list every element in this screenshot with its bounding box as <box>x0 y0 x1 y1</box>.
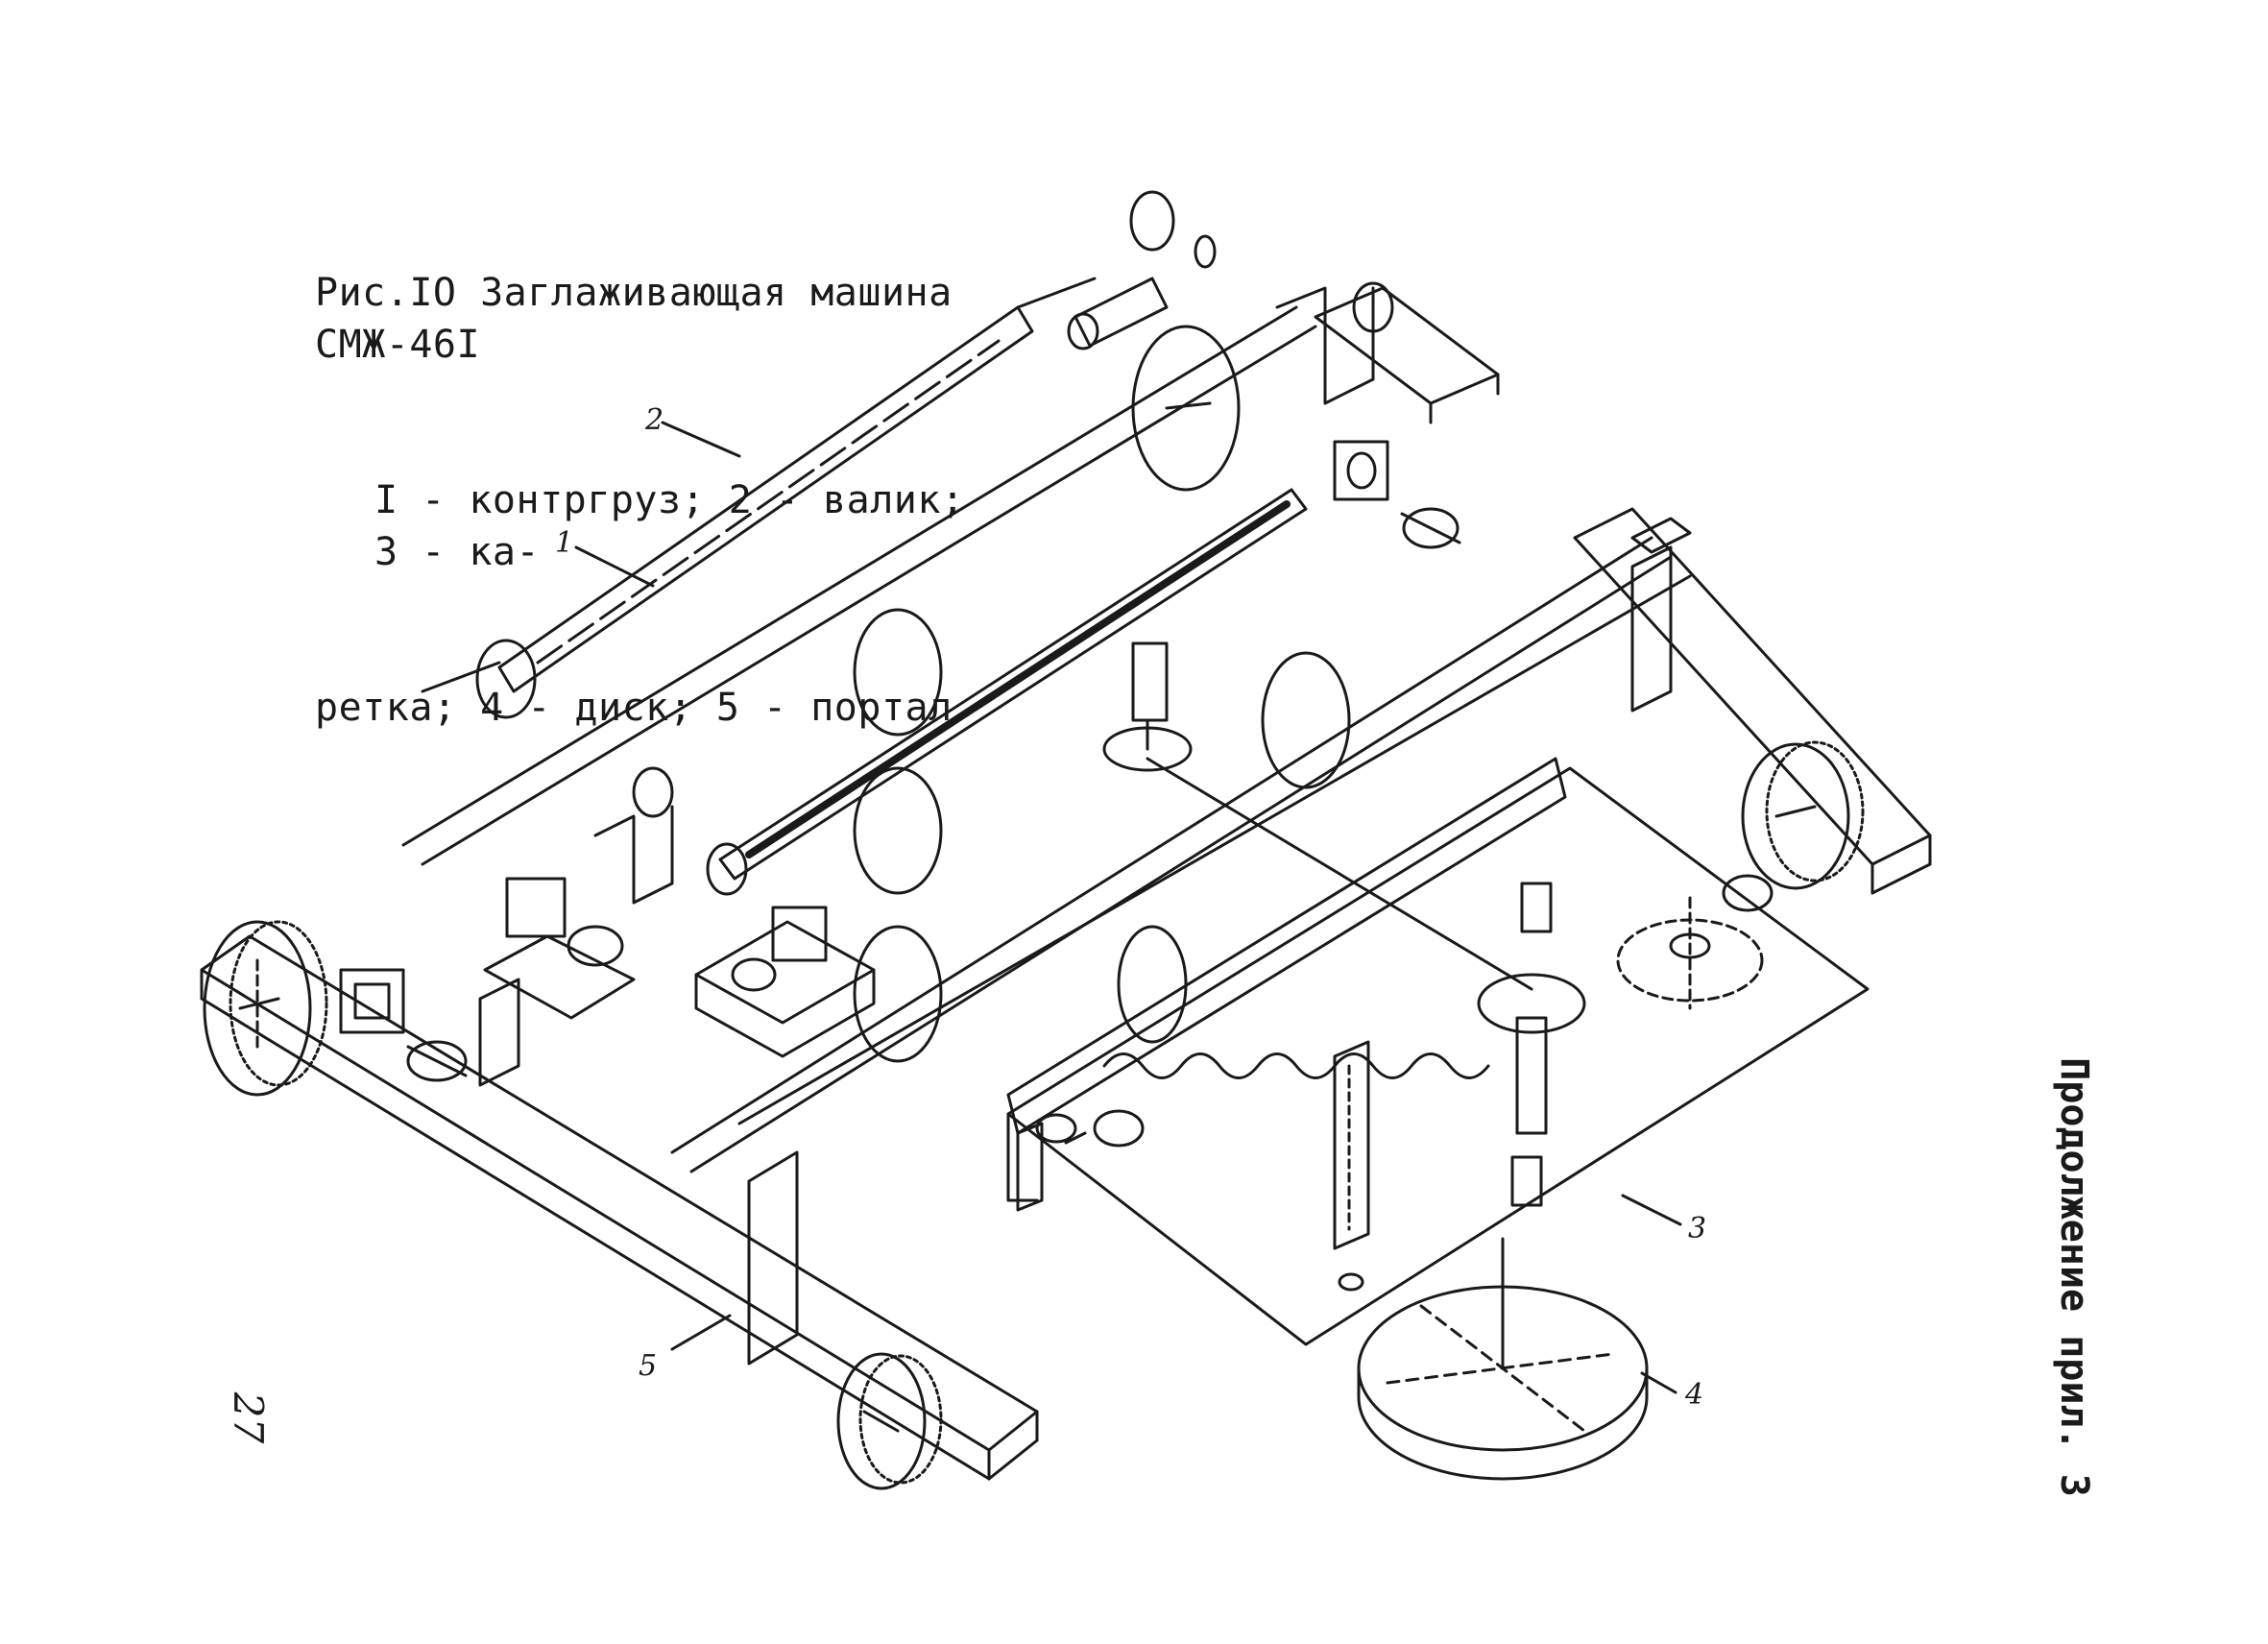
legend-line-1: I - контргруз; 2 - валик; 3 - ка- <box>374 478 989 574</box>
label-counterweight: 1 <box>555 526 574 560</box>
wheel-right <box>1722 740 1865 912</box>
belt-loop <box>1102 641 1586 1034</box>
main-shaft <box>706 488 1308 896</box>
guide-plate <box>1333 882 1553 1292</box>
figure-caption: Рис.IO Заглаживающая машина СМЖ-46I I - … <box>315 163 1006 837</box>
pulley-top <box>1131 325 1241 492</box>
wheel-front-left <box>203 920 328 1097</box>
label-disc: 4 <box>1685 1378 1704 1412</box>
gearbox-front-left <box>339 968 468 1082</box>
pulley-mid-left <box>853 608 943 895</box>
gearbox-top-right <box>1333 440 1461 549</box>
pulley-top-end <box>1067 190 1217 351</box>
roller-2 <box>421 277 1097 719</box>
planetary-mechanism <box>1616 896 1764 1010</box>
pulley-mid-right <box>1261 651 1351 789</box>
pulley-lower <box>853 925 1188 1063</box>
label-carriage: 3 <box>1688 1212 1707 1245</box>
figure-title: Рис.IO Заглаживающая машина СМЖ-46I <box>315 271 977 367</box>
bracket-top <box>1275 281 1394 405</box>
carriage-3 <box>1006 757 1870 1346</box>
page-number: 27 <box>225 1391 273 1444</box>
portal-frame <box>200 286 1932 1481</box>
gearbox-mid-left <box>483 877 636 1020</box>
wheel-front-bottom <box>836 1352 943 1490</box>
disc-4 <box>1357 1237 1649 1481</box>
label-portal: 5 <box>639 1349 658 1383</box>
label-roller: 2 <box>645 403 664 437</box>
bracket-left <box>593 766 674 905</box>
appendix-continuation-note: Продолжение прил. 3 <box>2052 1057 2096 1497</box>
motor-platform <box>694 906 876 1058</box>
